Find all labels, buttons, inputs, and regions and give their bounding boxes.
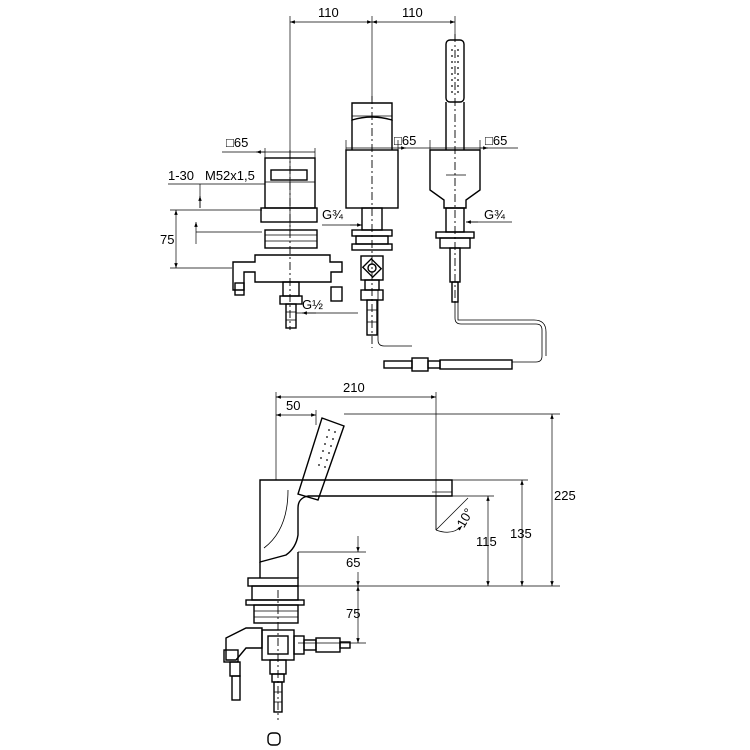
side-mixer-body: [247, 479, 453, 587]
below-deck-dimension: 75: [160, 209, 262, 269]
handshower-hose: [377, 290, 547, 372]
outlet-height-dimension: 115: [452, 495, 497, 586]
inlet-thread-label: G½: [302, 297, 323, 312]
side-below-deck-label: 75: [346, 606, 360, 621]
spout-body: [345, 96, 399, 348]
base-height-dimension: 65: [298, 536, 366, 586]
handshower: [429, 34, 481, 305]
mixer-square-dimension: □65: [222, 135, 316, 158]
handshower-square-dimension: □65: [429, 133, 518, 150]
below-deck-label: 75: [160, 232, 174, 247]
handshower-nozzles: [451, 49, 459, 93]
outlet-height-label: 115: [476, 534, 497, 549]
clamp-thread-dimension: 1-30 M52x1,5: [168, 168, 265, 208]
spout-height-label: 135: [510, 526, 532, 541]
mixer-square-label: □65: [226, 135, 248, 150]
side-below-deck-dimension: 75: [298, 586, 366, 644]
total-height-dimension: 225: [344, 413, 576, 586]
spout-thread-label: G¾: [322, 207, 343, 222]
side-view: 210 50: [223, 380, 576, 746]
total-width-label: 210: [343, 380, 365, 395]
base-height-label: 65: [346, 555, 360, 570]
spacing-dimension: 110 110: [289, 5, 456, 232]
total-height-label: 225: [554, 488, 576, 503]
handshower-thread-dimension: G¾: [466, 207, 512, 224]
clamp-range-label: 1-30: [168, 168, 194, 183]
handshower-offset-label: 50: [286, 398, 300, 413]
handshower-offset-dimension: 50: [276, 398, 317, 425]
inlet-thread-dimension: G½: [296, 297, 358, 315]
handshower-thread-label: G¾: [484, 207, 505, 222]
spout-square-label: □65: [394, 133, 416, 148]
side-below-deck: [223, 585, 351, 746]
spout-thread-dimension: G¾: [322, 207, 362, 227]
top-view: 110 110 □65: [160, 5, 547, 372]
spout-angle-dimension: 10°: [435, 496, 476, 533]
side-handshower: [297, 417, 345, 501]
spout-height-dimension: 135: [452, 479, 532, 586]
spout-square-dimension: □65: [345, 133, 430, 150]
spacing-right-label: 110: [402, 5, 423, 20]
main-thread-label: M52x1,5: [205, 168, 255, 183]
mixer-body: [232, 150, 343, 330]
handshower-square-label: □65: [485, 133, 507, 148]
spacing-left-label: 110: [318, 5, 339, 20]
side-handshower-nozzles: [318, 429, 336, 468]
